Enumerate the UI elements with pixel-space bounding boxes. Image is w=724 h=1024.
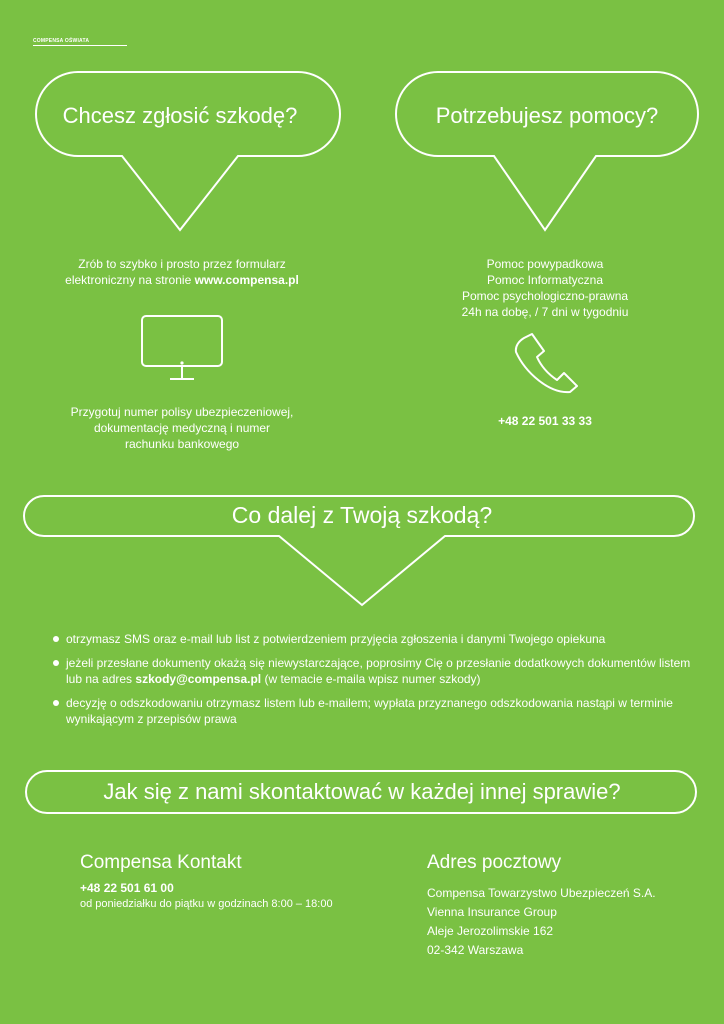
- contact-hours: od poniedziałku do piątku w godzinach 8:…: [80, 898, 333, 910]
- phone-icon: [514, 333, 578, 394]
- right-bubble-title: Potrzebujesz pomocy?: [435, 103, 659, 128]
- prepare-documents-text: Przygotuj numer polisy ubezpieczeniowej,…: [70, 405, 294, 451]
- contact-banner-title: Jak się z nami skontaktować w każdej inn…: [103, 779, 621, 804]
- contact-phone[interactable]: +48 22 501 61 00: [80, 881, 174, 895]
- postal-address: Compensa Towarzystwo Ubezpieczeń S.A. Vi…: [427, 886, 656, 957]
- list-item: decyzję o odszkodowaniu otrzymasz listem…: [52, 695, 692, 727]
- left-bubble-title: Chcesz zgłosić szkodę?: [62, 103, 298, 128]
- monitor-icon: [141, 315, 223, 380]
- website-link[interactable]: www.compensa.pl: [194, 273, 299, 287]
- brand-label: COMPENSA OŚWIATA: [33, 38, 127, 46]
- claims-email-link[interactable]: szkody@compensa.pl: [135, 672, 262, 686]
- next-steps-list: otrzymasz SMS oraz e-mail lub list z pot…: [52, 631, 692, 735]
- monitor-power-dot: [180, 361, 184, 365]
- contact-banner-outline: [25, 770, 697, 814]
- next-steps-banner-outline: [23, 495, 695, 607]
- right-bubble-outline: [395, 71, 699, 232]
- next-steps-title: Co dalej z Twoją szkodą?: [231, 502, 493, 528]
- contact-heading: Compensa Kontakt: [80, 852, 242, 873]
- help-phone-number[interactable]: +48 22 501 33 33: [498, 414, 592, 428]
- address-heading: Adres pocztowy: [427, 852, 562, 873]
- list-item: jeżeli przesłane dokumenty okażą się nie…: [52, 655, 692, 687]
- form-instructions: Zrób to szybko i prosto przez formularz …: [30, 256, 334, 288]
- form-instructions-line1: Zrób to szybko i prosto przez formularz: [78, 257, 286, 271]
- list-item: otrzymasz SMS oraz e-mail lub list z pot…: [52, 631, 692, 647]
- help-services-list: Pomoc powypadkowa Pomoc Informatyczna Po…: [461, 257, 629, 319]
- form-instructions-line2: elektroniczny na stronie www.compensa.pl: [65, 273, 299, 287]
- left-bubble-outline: [35, 71, 341, 232]
